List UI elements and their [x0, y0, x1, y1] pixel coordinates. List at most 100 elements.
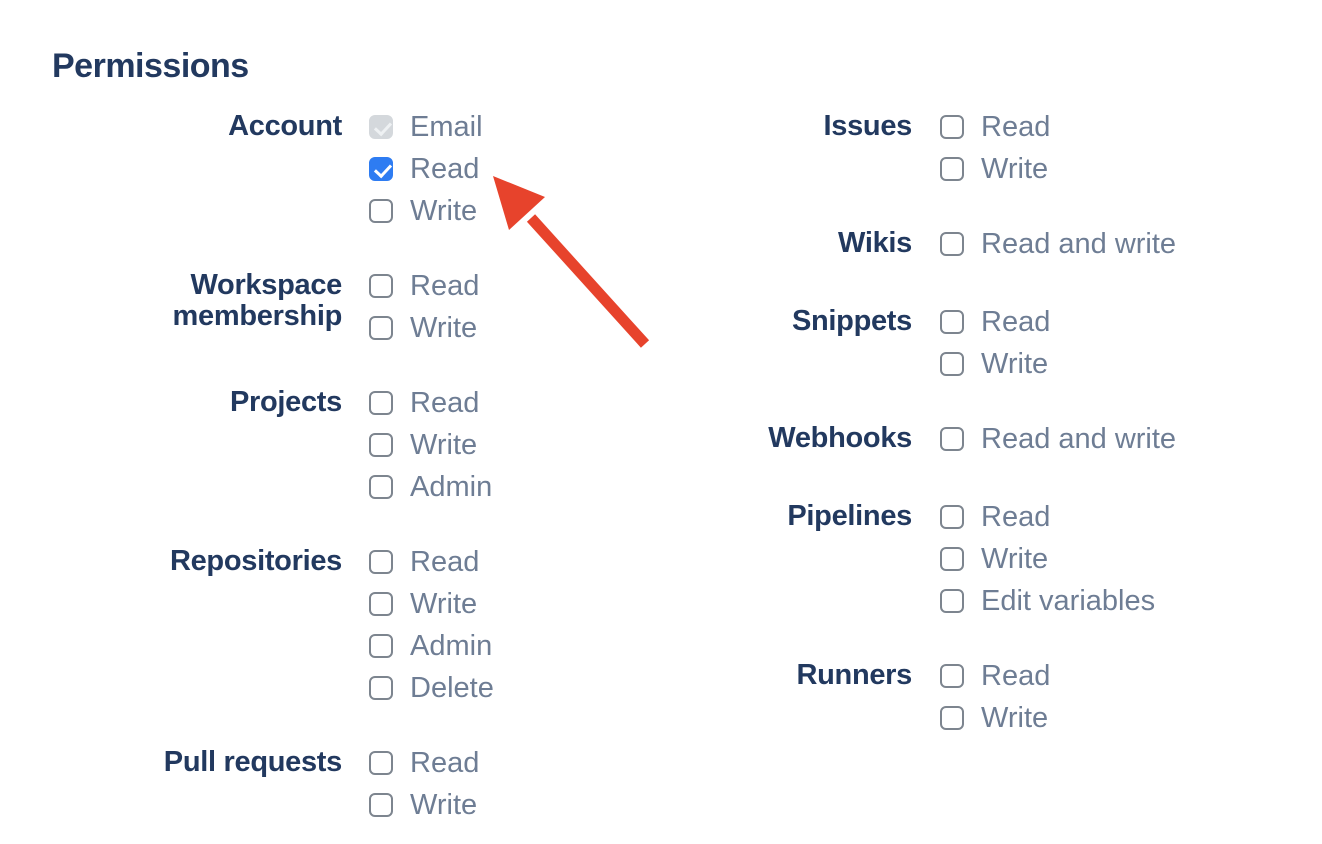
checkbox-snippets-write[interactable] — [940, 352, 964, 376]
option-row: Write — [940, 543, 1155, 575]
checkbox-workspace-membership-read[interactable] — [369, 274, 393, 298]
permissions-column-left: Account Email Read Write Workspace membe… — [0, 111, 494, 821]
checkbox-label[interactable]: Edit variables — [981, 585, 1156, 617]
option-row: Write — [940, 348, 1050, 380]
checkbox-label[interactable]: Read and write — [981, 228, 1177, 260]
checkbox-label[interactable]: Read — [410, 153, 480, 185]
checkbox-label[interactable]: Write — [410, 312, 478, 344]
option-row: Write — [940, 153, 1050, 185]
option-row: Admin — [369, 630, 494, 662]
checkbox-account-read[interactable] — [369, 157, 393, 181]
permission-group-runners: Runners Read Write — [660, 660, 1176, 734]
checkbox-repositories-read[interactable] — [369, 550, 393, 574]
checkbox-repositories-delete[interactable] — [369, 676, 393, 700]
group-label-projects: Projects — [229, 386, 342, 418]
checkbox-repositories-admin[interactable] — [369, 634, 393, 658]
checkbox-projects-admin[interactable] — [369, 475, 393, 499]
group-label-repositories: Repositories — [169, 545, 342, 577]
permission-group-pull-requests: Pull requests Read Write — [0, 747, 494, 821]
checkbox-label[interactable]: Write — [981, 702, 1049, 734]
permission-group-webhooks: Webhooks Read and write — [660, 423, 1177, 455]
permission-group-pipelines: Pipelines Read Write Edit variables — [660, 501, 1176, 617]
permission-group-wikis: Wikis Read and write — [660, 228, 1177, 260]
option-row: Delete — [369, 672, 494, 704]
checkbox-label[interactable]: Write — [981, 153, 1049, 185]
checkbox-webhooks-read-and-write[interactable] — [940, 427, 964, 451]
option-row: Edit variables — [940, 585, 1156, 617]
permission-group-account: Account Email Read Write — [0, 111, 494, 227]
checkbox-label[interactable]: Admin — [410, 630, 493, 662]
checkbox-wikis-read-and-write[interactable] — [940, 232, 964, 256]
checkbox-label[interactable]: Write — [410, 195, 478, 227]
checkbox-label[interactable]: Write — [410, 588, 478, 620]
checkbox-repositories-write[interactable] — [369, 592, 393, 616]
option-row: Read — [369, 270, 480, 302]
checkbox-issues-read[interactable] — [940, 115, 964, 139]
group-label-runners: Runners — [796, 659, 912, 691]
option-row: Write — [369, 789, 479, 821]
permission-group-workspace-membership: Workspace membership Read Write — [0, 270, 494, 344]
group-label-workspace-membership: Workspace membership — [172, 269, 343, 332]
option-row: Write — [369, 429, 492, 461]
option-row: Email — [369, 111, 483, 143]
group-label-issues: Issues — [823, 110, 913, 142]
permission-group-snippets: Snippets Read Write — [660, 306, 1176, 380]
checkbox-label[interactable]: Read — [410, 546, 480, 578]
checkbox-label: Email — [410, 111, 483, 143]
checkbox-pull-requests-write[interactable] — [369, 793, 393, 817]
checkbox-account-email — [369, 115, 393, 139]
checkbox-label[interactable]: Write — [981, 348, 1049, 380]
option-row: Read and write — [940, 423, 1177, 455]
option-row: Read — [940, 501, 1155, 533]
permission-group-repositories: Repositories Read Write Admin Delete — [0, 546, 494, 704]
checkbox-label[interactable]: Delete — [410, 672, 494, 704]
checkbox-runners-write[interactable] — [940, 706, 964, 730]
option-row: Admin — [369, 471, 493, 503]
page-title: Permissions — [52, 47, 249, 85]
checkbox-label[interactable]: Read and write — [981, 423, 1177, 455]
checkbox-snippets-read[interactable] — [940, 310, 964, 334]
option-row: Read and write — [940, 228, 1177, 260]
checkbox-label[interactable]: Write — [410, 789, 478, 821]
checkbox-label[interactable]: Read — [410, 387, 480, 419]
checkbox-label[interactable]: Read — [410, 270, 480, 302]
checkbox-label[interactable]: Read — [981, 306, 1051, 338]
checkbox-pipelines-write[interactable] — [940, 547, 964, 571]
checkbox-pipelines-edit-variables[interactable] — [940, 589, 964, 613]
checkbox-pipelines-read[interactable] — [940, 505, 964, 529]
option-row: Write — [940, 702, 1050, 734]
checkbox-label[interactable]: Read — [981, 111, 1051, 143]
group-label-pipelines: Pipelines — [787, 500, 912, 532]
checkbox-label[interactable]: Write — [410, 429, 478, 461]
option-row: Write — [369, 195, 483, 227]
permissions-column-right: Issues Read Write Wikis Read and write — [660, 111, 1177, 734]
checkbox-issues-write[interactable] — [940, 157, 964, 181]
group-label-pull-requests: Pull requests — [163, 746, 343, 778]
option-row: Read — [369, 546, 494, 578]
checkbox-account-write[interactable] — [369, 199, 393, 223]
checkbox-projects-read[interactable] — [369, 391, 393, 415]
permission-group-projects: Projects Read Write Admin — [0, 387, 494, 503]
checkbox-projects-write[interactable] — [369, 433, 393, 457]
checkbox-label[interactable]: Read — [981, 660, 1051, 692]
option-row: Read — [940, 660, 1051, 692]
option-row: Read — [369, 387, 492, 419]
checkbox-workspace-membership-write[interactable] — [369, 316, 393, 340]
checkbox-runners-read[interactable] — [940, 664, 964, 688]
checkbox-label[interactable]: Read — [981, 501, 1051, 533]
group-label-wikis: Wikis — [838, 227, 912, 259]
option-row: Write — [369, 588, 494, 620]
option-row: Read — [940, 306, 1051, 338]
checkbox-label[interactable]: Write — [981, 543, 1049, 575]
group-label-snippets: Snippets — [791, 305, 912, 337]
option-row: Read — [369, 153, 483, 185]
permission-group-issues: Issues Read Write — [660, 111, 1176, 185]
option-row: Read — [369, 747, 480, 779]
checkbox-label[interactable]: Admin — [410, 471, 493, 503]
option-row: Write — [369, 312, 479, 344]
checkbox-label[interactable]: Read — [410, 747, 480, 779]
group-label-webhooks: Webhooks — [768, 422, 912, 454]
option-row: Read — [940, 111, 1051, 143]
checkbox-pull-requests-read[interactable] — [369, 751, 393, 775]
